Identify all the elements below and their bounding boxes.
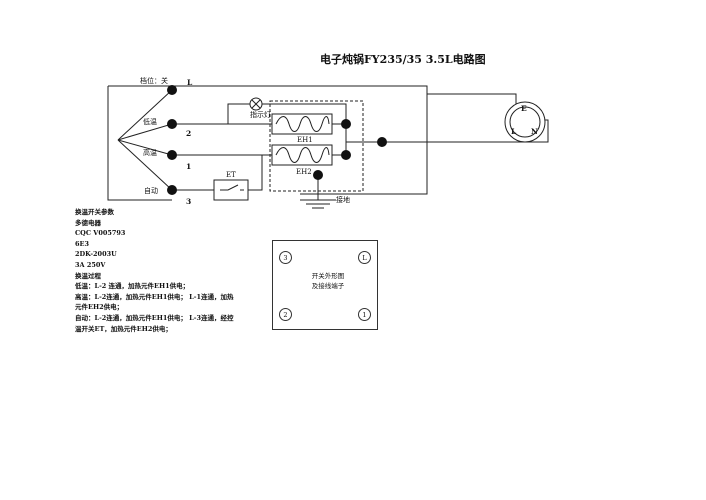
heater-eh1 bbox=[271, 113, 333, 135]
notes-line: CQC V005793 bbox=[75, 229, 126, 238]
terminal-label-1: 1 bbox=[186, 162, 191, 171]
plug-earth-label: E bbox=[521, 104, 527, 113]
notes-line: 多德电器 bbox=[75, 218, 101, 227]
switch-outline-box: 3 L 2 1 开关外形图 及接线端子 bbox=[272, 240, 378, 330]
ground-symbol bbox=[300, 175, 336, 209]
corner-terminal-L: L bbox=[358, 251, 371, 264]
junction-dot bbox=[341, 150, 351, 160]
wire-et-out bbox=[248, 155, 263, 191]
junction-dot bbox=[377, 137, 387, 147]
terminal-L-dot bbox=[167, 85, 177, 95]
caption-line: 开关外形图 bbox=[311, 272, 345, 280]
notes-line: 3A 250V bbox=[75, 260, 106, 269]
thermostat-et bbox=[213, 179, 249, 201]
wire-left-bus bbox=[107, 86, 172, 201]
notes-line: 换温开关参数 bbox=[75, 208, 114, 216]
position-label-off: 档位：关 bbox=[140, 76, 168, 85]
terminal-3-dot bbox=[167, 185, 177, 195]
plug-live-label: L bbox=[511, 127, 517, 136]
heater-eh2 bbox=[271, 144, 333, 166]
switch-arm-low bbox=[117, 123, 173, 141]
switch-outline-caption: 开关外形图 及接线端子 bbox=[301, 271, 355, 291]
thermostat-label: ET bbox=[226, 171, 236, 179]
indicator-lamp bbox=[249, 97, 263, 111]
heater-eh1-label: EH1 bbox=[297, 136, 313, 144]
terminal-2-dot bbox=[167, 119, 177, 129]
notes-line: 高温：L-2连通，加热元件EH1供电； L-1连通，加热 bbox=[75, 292, 234, 301]
power-plug bbox=[504, 101, 546, 143]
terminal-1-dot bbox=[167, 150, 177, 160]
notes-line: 换温过程 bbox=[75, 271, 101, 280]
switch-arm-auto bbox=[117, 139, 173, 191]
junction-dot bbox=[341, 119, 351, 129]
corner-terminal-1: 1 bbox=[358, 308, 371, 321]
indicator-lamp-label: 指示灯 bbox=[250, 110, 271, 119]
corner-terminal-3: 3 bbox=[279, 251, 292, 264]
notes-line: 温开关ET，加热元件EH2供电； bbox=[75, 324, 172, 333]
corner-terminal-2: 2 bbox=[279, 308, 292, 321]
wire-low bbox=[172, 103, 250, 125]
ground-junction-dot bbox=[313, 170, 323, 180]
notes-line: 低温：L-2 连通，加热元件EH1供电； bbox=[75, 282, 190, 291]
notes-line: 自动：L-2连通，加热元件EH1供电； L-3连通，经控 bbox=[75, 313, 234, 322]
ground-label: 接地 bbox=[336, 195, 350, 204]
heater-eh2-label: EH2 bbox=[296, 168, 312, 176]
terminal-label-3: 3 bbox=[186, 197, 191, 206]
notes-line: 元件EH2供电； bbox=[75, 303, 124, 312]
notes-line: 2DK-2003U bbox=[75, 250, 117, 259]
switch-arm-off bbox=[117, 89, 173, 141]
diagram-title: 电子炖锅FY235/35 3.5L电路图 bbox=[320, 52, 486, 66]
wire-heater-return bbox=[332, 123, 347, 156]
terminal-label-2: 2 bbox=[186, 129, 191, 138]
caption-line: 及接线端子 bbox=[311, 282, 345, 290]
notes-line: 6E3 bbox=[75, 239, 89, 248]
position-label-low: 低温 bbox=[143, 117, 157, 126]
terminal-dots bbox=[167, 85, 387, 195]
switch-specification-notes: 换温开关参数 多德电器 CQC V005793 6E3 2DK-2003U 3A… bbox=[75, 207, 275, 334]
position-label-high: 高温 bbox=[143, 148, 157, 157]
wire-top-loop bbox=[108, 85, 428, 195]
position-label-auto: 自动 bbox=[144, 186, 158, 195]
wire-live bbox=[427, 93, 517, 104]
plug-neutral-label: N bbox=[531, 127, 538, 136]
terminal-label-L: L bbox=[187, 78, 193, 87]
heater-enclosure bbox=[269, 100, 364, 192]
switch-arm-high bbox=[117, 139, 173, 156]
